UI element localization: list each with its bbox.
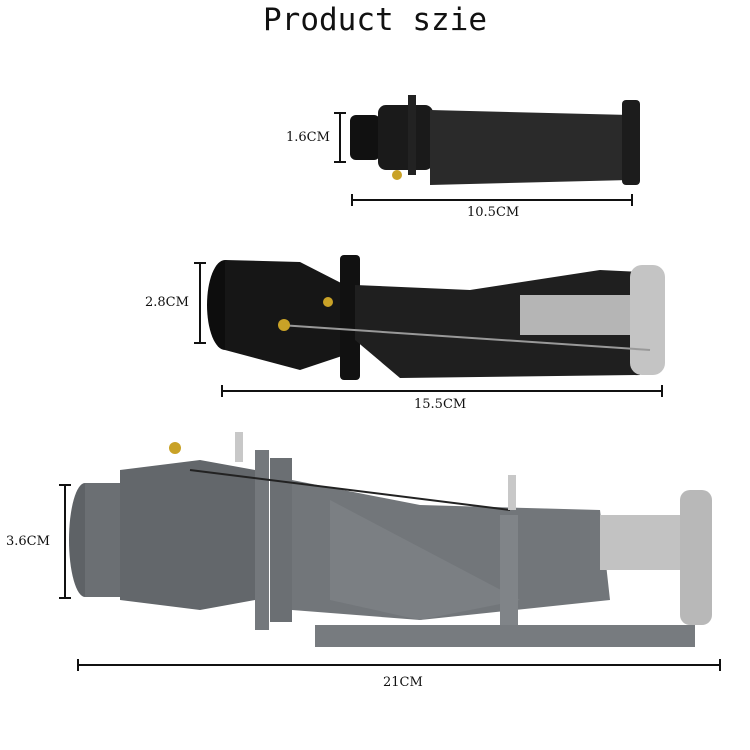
- height-label-medium: 2.8CM: [145, 295, 189, 310]
- small-jet-pump: [350, 95, 640, 185]
- page-title: Product szie: [263, 2, 487, 38]
- medium-jet-pump: [207, 255, 665, 380]
- length-label-small: 10.5CM: [467, 205, 520, 220]
- dimension-lines: [59, 112, 721, 671]
- height-label-small: 1.6CM: [286, 130, 330, 145]
- length-label-medium: 15.5CM: [414, 397, 467, 412]
- large-jet-pump: [69, 432, 712, 647]
- length-label-large: 21CM: [383, 675, 423, 690]
- height-label-large: 3.6CM: [6, 534, 50, 549]
